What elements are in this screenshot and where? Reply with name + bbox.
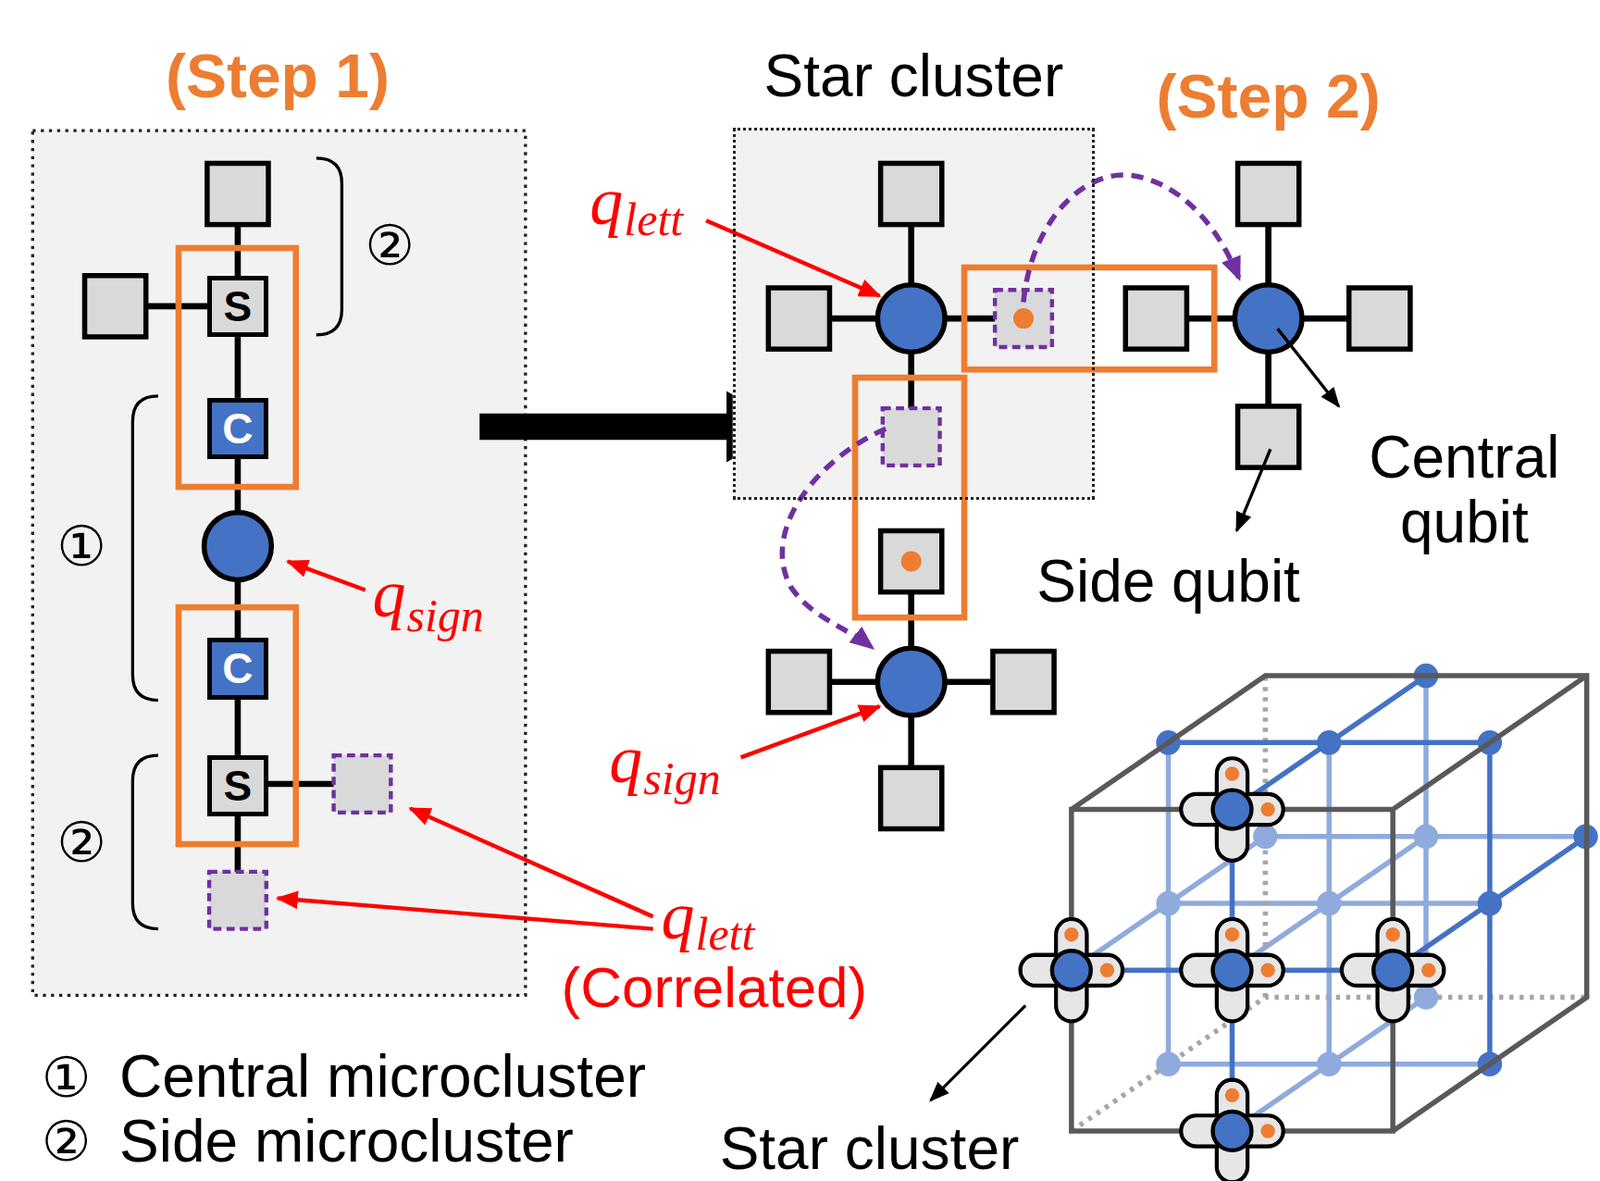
leader-arrow (1236, 448, 1270, 531)
qubit-letter: C (222, 644, 253, 693)
qubit-symbol: q (608, 723, 643, 797)
central-qubit (204, 512, 273, 581)
side-qubit-box: S (207, 755, 269, 818)
step-heading: (Step 1) (165, 42, 390, 111)
step-heading: (Step 2) (1156, 62, 1381, 131)
qubit-subscript: sign (406, 590, 484, 642)
star-cluster-icon (1341, 918, 1444, 1021)
dashed-qubit (882, 408, 941, 466)
lattice-dot (1155, 1051, 1180, 1076)
qubit-symbol: q (589, 165, 623, 239)
legend-text: Side microcluster (119, 1108, 574, 1174)
qubit-square (1238, 162, 1300, 224)
star-cluster-icon (1020, 918, 1123, 1021)
central-qubit (1234, 285, 1303, 353)
qubit-square (880, 767, 943, 829)
lattice-dot (1413, 824, 1439, 849)
star-cluster-frame: Star cluster (732, 43, 1095, 500)
lattice-dot (1316, 1051, 1341, 1076)
pair-outline (964, 267, 1215, 370)
leader-arrow (741, 706, 881, 757)
qubit-letter: S (223, 283, 253, 331)
leader-arrow (930, 1004, 1027, 1101)
bracket (132, 396, 159, 701)
leader-arrow (277, 898, 654, 930)
bond-connector (235, 336, 242, 398)
dashed-qubit (209, 871, 267, 930)
qubit-dot (1013, 308, 1034, 329)
lattice-dot (1316, 891, 1341, 916)
qubit-square (1238, 406, 1300, 468)
lattice-dot (1155, 891, 1180, 916)
hidden-edge (1071, 675, 1588, 1131)
central-qubit-box: C (207, 397, 269, 460)
central-qubit (877, 647, 945, 716)
qubit-symbol: q (372, 558, 406, 632)
lattice-dot (1252, 824, 1278, 849)
legend-text: Central microcluster (119, 1043, 646, 1109)
qubit-square (768, 287, 830, 349)
qubit-subscript: sign (643, 753, 720, 805)
qubit-square (880, 162, 943, 224)
lattice-line (1071, 675, 1588, 1131)
leader-arrow (1277, 328, 1340, 407)
qubit-square (992, 651, 1055, 713)
qubit-square (85, 275, 147, 337)
bond-line (798, 194, 1379, 799)
teleport-arrow (1023, 174, 1240, 302)
pair-outline (178, 607, 297, 844)
cluster-heading: Star cluster (732, 43, 1095, 109)
qubit-square (768, 651, 830, 713)
bracket (316, 158, 343, 335)
leader-arrow (409, 807, 653, 917)
step-panel (32, 130, 526, 995)
qubit-square (1349, 287, 1411, 349)
side-qubit-box: S (207, 275, 269, 338)
bracket (132, 755, 159, 929)
callout-number: ② (364, 214, 415, 276)
lattice-dot (1413, 984, 1439, 1009)
qubit-square (880, 530, 943, 592)
dashed-qubit (334, 755, 392, 813)
qubit-subscript: lett (695, 908, 756, 960)
qubit-symbol: q (661, 880, 695, 954)
qubit-letter: S (223, 762, 253, 810)
qubit-letter: C (222, 405, 253, 453)
star-cluster-icon (1180, 757, 1283, 860)
legend-number: ① (41, 1046, 92, 1108)
lattice-line (1071, 675, 1588, 1131)
qubit-subscript: lett (623, 194, 683, 246)
qubit-square (207, 162, 269, 224)
legend-number: ② (41, 1110, 92, 1172)
cluster-outline (732, 127, 1095, 501)
callout-label: Central qubit (1341, 424, 1588, 556)
star-cluster-icon (1180, 918, 1283, 1021)
bond-connector (235, 699, 242, 756)
callout-number: ① (56, 515, 107, 577)
callout-number: ② (56, 811, 107, 873)
central-qubit (877, 285, 945, 353)
callout-label: Star cluster (719, 1116, 1020, 1181)
qubit-note: (Correlated) (560, 955, 868, 1019)
teleport-arrow (781, 428, 886, 647)
lattice-dots (1155, 663, 1598, 1077)
qubit-dot (901, 551, 922, 572)
cluster-ground (732, 127, 1095, 501)
bond-line (115, 194, 363, 901)
central-qubit-box: C (207, 637, 269, 700)
leader-arrow (287, 561, 366, 591)
lattice-dot (1316, 730, 1341, 755)
qubit-square (1125, 287, 1187, 349)
pair-outline (178, 248, 297, 487)
cube-edge (1071, 675, 1588, 1131)
lattice-dot (1477, 891, 1502, 916)
callout-label: Side qubit (1036, 548, 1301, 614)
star-cluster-icon (1180, 1079, 1283, 1181)
